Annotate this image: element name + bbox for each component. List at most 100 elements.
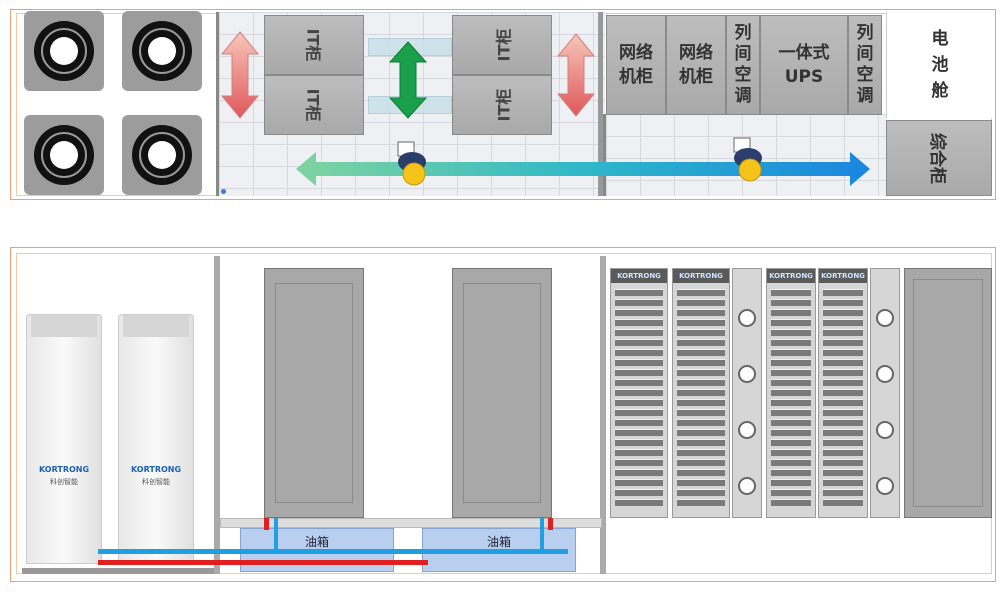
- fan-icon: [876, 309, 894, 327]
- rack-unit: [615, 449, 663, 456]
- worker-icon: [397, 141, 426, 186]
- rack-unit: [615, 349, 663, 356]
- rack-unit: [615, 409, 663, 416]
- blue-pipe: [98, 549, 568, 554]
- rack-unit: [615, 369, 663, 376]
- battery-cabinet-side: [904, 268, 992, 518]
- battery-room: 电 池 舱: [886, 12, 993, 118]
- rack-unit: [771, 289, 811, 296]
- fan-icon: [122, 115, 202, 195]
- red-airflow-arrow-icon: [220, 31, 260, 119]
- rack-unit: [677, 399, 725, 406]
- it-cabinet: IT柜: [264, 75, 364, 135]
- rack-unit: [615, 459, 663, 466]
- rack-unit: [677, 479, 725, 486]
- red-pipe: [548, 518, 553, 530]
- rack-unit: [615, 499, 663, 506]
- fan-icon: [24, 115, 104, 195]
- it-cabinet-side: [264, 268, 364, 518]
- rack-unit: [823, 369, 863, 376]
- rack-unit: [823, 339, 863, 346]
- rack-unit: [771, 329, 811, 336]
- rack-unit: [823, 329, 863, 336]
- fan-icon: [738, 421, 756, 439]
- rack-unit: [771, 439, 811, 446]
- rack-unit: [823, 299, 863, 306]
- rack-unit: [677, 369, 725, 376]
- rack-unit: [771, 349, 811, 356]
- rack-unit: [677, 439, 725, 446]
- rack-unit: [823, 399, 863, 406]
- rack-unit: [615, 309, 663, 316]
- server-rack: KORTRONG: [766, 268, 816, 518]
- rack-unit: [823, 309, 863, 316]
- rack-unit: [677, 409, 725, 416]
- rack-unit: [823, 499, 863, 506]
- rack-unit: [677, 469, 725, 476]
- rack-unit: [771, 409, 811, 416]
- elevation-wall: [214, 256, 220, 574]
- elevation-wall: [600, 256, 606, 574]
- tank-platform: [220, 518, 602, 528]
- rack-unit: [615, 319, 663, 326]
- row-air-conditioner: 列 间 空 调: [726, 15, 760, 115]
- row-air-conditioner: 列 间 空 调: [848, 15, 882, 115]
- red-pipe: [98, 560, 428, 565]
- rack-unit: [615, 289, 663, 296]
- divider-wall: [598, 12, 603, 196]
- condenser-fans: [24, 11, 202, 195]
- it-cabinet: IT柜: [452, 15, 552, 75]
- rack-unit: [677, 299, 725, 306]
- elevation-floor: [22, 568, 218, 574]
- rack-unit: [823, 489, 863, 496]
- rack-unit: [615, 339, 663, 346]
- it-cabinet: IT柜: [452, 75, 552, 135]
- rack-unit: [677, 359, 725, 366]
- rack-unit: [771, 299, 811, 306]
- rack-unit: [615, 419, 663, 426]
- aisle-arrow-icon: [296, 152, 870, 186]
- green-airflow-arrow-icon: [388, 41, 428, 119]
- it-cabinet: IT柜: [264, 15, 364, 75]
- cabinet-panel: [463, 283, 541, 503]
- integrated-cabinet: 综合柜: [886, 120, 992, 196]
- cooling-unit: KORTRONG 科创智能: [118, 314, 194, 564]
- network-cabinet: 网络 机柜: [606, 15, 666, 115]
- it-cabinet-side: [452, 268, 552, 518]
- rack-unit: [823, 349, 863, 356]
- rack-unit: [771, 319, 811, 326]
- rack-unit: [823, 289, 863, 296]
- rack-unit: [771, 379, 811, 386]
- network-cabinet: 网络 机柜: [666, 15, 726, 115]
- cabinet-panel: [913, 279, 983, 507]
- elevation-frame: [10, 247, 996, 582]
- rack-unit: [677, 419, 725, 426]
- fan-unit-group: [22, 9, 212, 197]
- rack-unit: [615, 329, 663, 336]
- rack-unit: [615, 299, 663, 306]
- rack-unit: [677, 459, 725, 466]
- fan-icon: [738, 309, 756, 327]
- rack-unit: [615, 359, 663, 366]
- fan-icon: [876, 421, 894, 439]
- rack-unit: [615, 479, 663, 486]
- rack-unit: [823, 449, 863, 456]
- rack-unit: [771, 359, 811, 366]
- rack-unit: [823, 429, 863, 436]
- rack-unit: [823, 419, 863, 426]
- rack-unit: [823, 359, 863, 366]
- rack-unit: [771, 419, 811, 426]
- rack-unit: [615, 429, 663, 436]
- rack-unit: [771, 499, 811, 506]
- cooling-unit-top: [31, 315, 97, 337]
- server-rack: KORTRONG: [610, 268, 668, 518]
- fan-icon: [738, 477, 756, 495]
- rack-unit: [771, 399, 811, 406]
- rack-unit: [615, 439, 663, 446]
- rack-unit: [771, 489, 811, 496]
- rack-unit: [771, 429, 811, 436]
- rack-unit: [615, 379, 663, 386]
- rack-unit: [677, 309, 725, 316]
- blue-pipe: [540, 518, 544, 551]
- rack-unit: [615, 469, 663, 476]
